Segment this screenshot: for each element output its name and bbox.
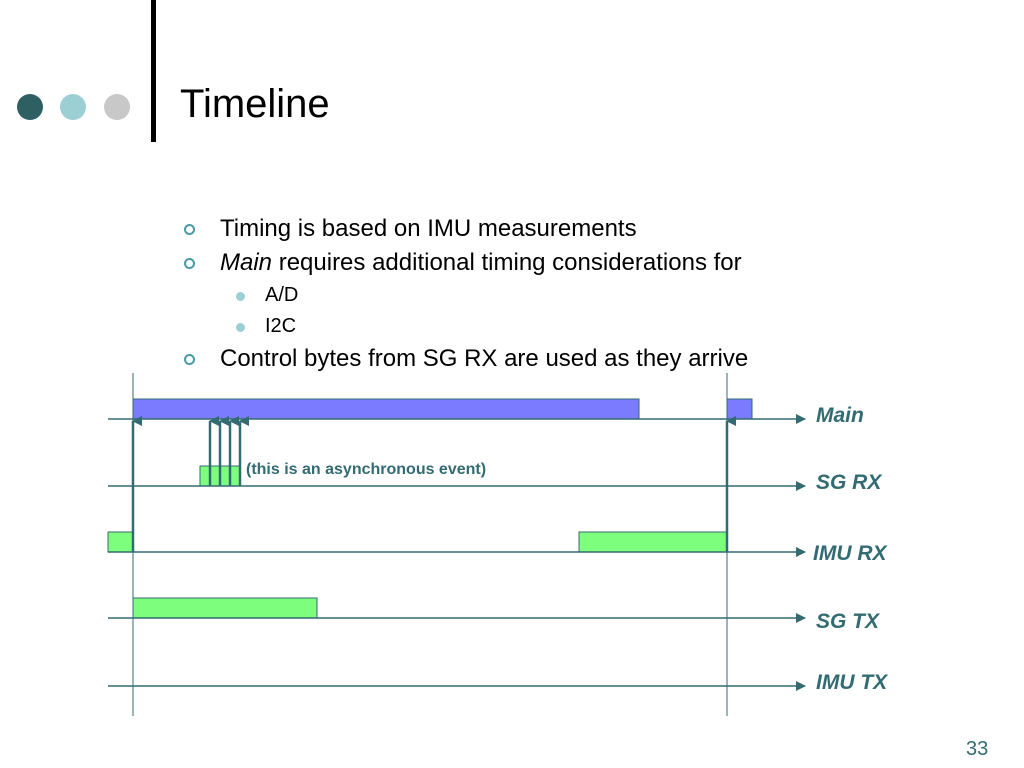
lane-label-imu-tx: IMU TX: [816, 671, 889, 694]
page-number: 33: [966, 738, 989, 760]
title-divider: [151, 0, 156, 142]
bullet-italic-prefix: Main: [220, 249, 273, 276]
lane-label-sg-rx: SG RX: [816, 471, 883, 494]
bullet-dot-icon: [236, 292, 245, 301]
bullet-item: Timing is based on IMU measurements: [180, 212, 980, 246]
lane-label-main: Main: [816, 404, 864, 427]
sg-tx-block: [132, 597, 318, 619]
imu-rx-block: [578, 531, 728, 553]
bullet-dot-icon: [236, 323, 245, 332]
bullet-list: Timing is based on IMU measurements Main…: [180, 212, 980, 376]
bullet-item: Control bytes from SG RX are used as the…: [180, 342, 980, 376]
sub-bullet-item: I2C: [180, 311, 980, 342]
bullet-text: Control bytes from SG RX are used as the…: [220, 345, 749, 372]
sub-bullet-text: A/D: [265, 284, 299, 306]
lane-label-sg-tx: SG TX: [816, 610, 881, 633]
main-active-block: [726, 398, 753, 420]
bullet-text: requires additional timing consideration…: [272, 249, 742, 276]
async-annotation: (this is an asynchronous event): [246, 461, 486, 478]
slide-title: Timeline: [180, 82, 330, 126]
bullet-ring-icon: [184, 224, 195, 235]
bullet-ring-icon: [184, 258, 195, 269]
sub-bullet-text: I2C: [265, 315, 297, 337]
bullet-text: Timing is based on IMU measurements: [220, 215, 637, 242]
decor-dot-gray: [104, 94, 130, 120]
bullet-ring-icon: [184, 354, 195, 365]
decor-dot-dark: [17, 94, 43, 120]
imu-rx-block: [107, 531, 134, 553]
lane-label-imu-rx: IMU RX: [813, 542, 888, 565]
decor-dot-light: [60, 94, 86, 120]
main-active-block: [132, 398, 640, 420]
bullet-item: Main requires additional timing consider…: [180, 246, 980, 280]
sub-bullet-item: A/D: [180, 280, 980, 311]
